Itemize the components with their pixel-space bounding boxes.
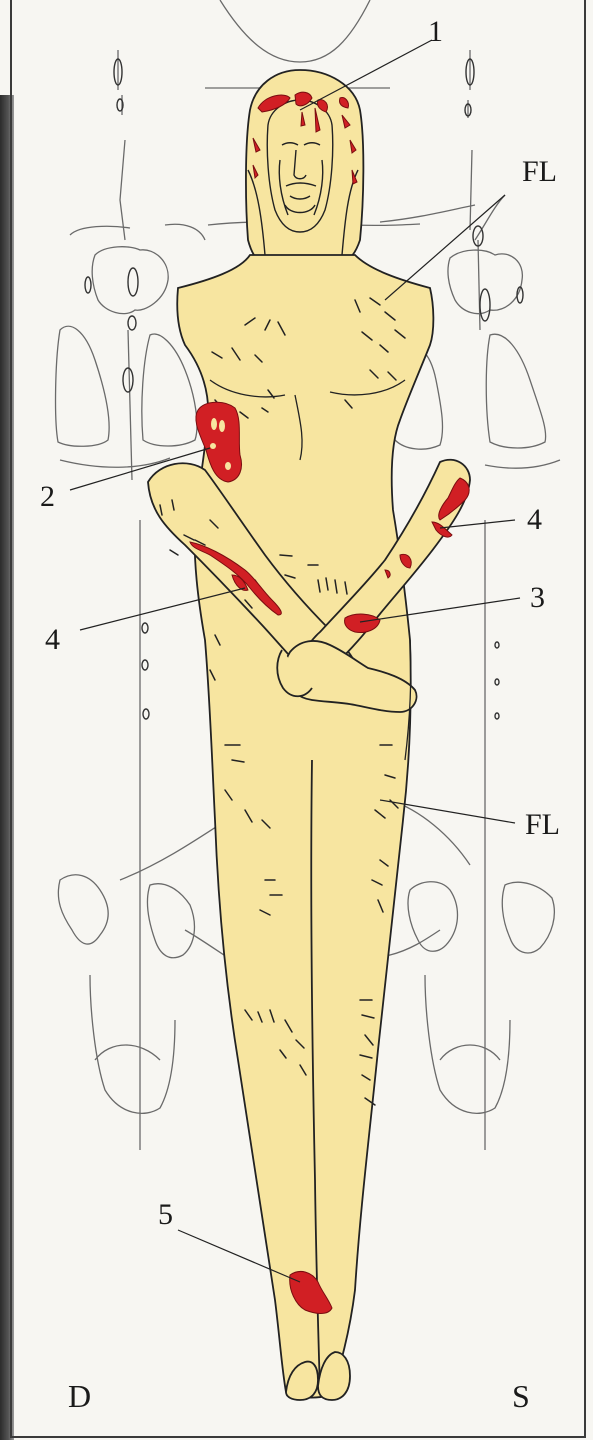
side-label-s: S xyxy=(512,1380,530,1412)
label-2: 2 xyxy=(40,482,55,512)
label-3: 3 xyxy=(530,583,545,613)
label-fl-lower: FL xyxy=(525,810,560,840)
label-4-right: 4 xyxy=(527,505,542,535)
body-silhouette xyxy=(148,70,470,1400)
side-label-d: D xyxy=(68,1380,91,1412)
label-5: 5 xyxy=(158,1200,173,1230)
label-4-left: 4 xyxy=(45,625,60,655)
label-fl-upper: FL xyxy=(522,157,557,187)
label-1: 1 xyxy=(428,17,443,47)
